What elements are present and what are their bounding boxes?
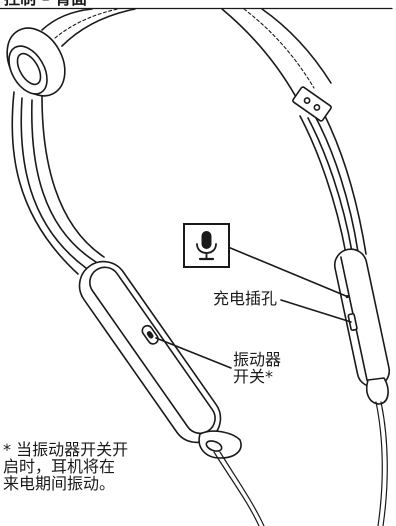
collar-stitching-left	[54, 8, 119, 39]
collar-slider	[292, 86, 332, 122]
right-earbud-end	[365, 377, 389, 526]
charging-port-label: 充电插孔	[213, 289, 278, 308]
footnote: * 当振动器开关开 启时，耳机将在 来电期间振动。	[3, 441, 128, 492]
collar-far-edge-right	[261, 8, 332, 84]
section-title: 控制 – 背面	[4, 0, 87, 8]
vibration-switch[interactable]	[140, 324, 160, 346]
collar-far-edge-left	[41, 8, 93, 31]
vibration-switch-label-line2: 开关*	[233, 367, 274, 386]
left-earbud-cable	[213, 451, 260, 526]
charging-port[interactable]	[347, 313, 358, 332]
footnote-line1: * 当振动器开关开	[3, 440, 129, 459]
collar-stitching-right	[243, 8, 315, 89]
right-earbud-cable	[375, 401, 383, 526]
leader-line-vibration-switch	[155, 337, 232, 369]
vibration-switch-label-line1: 振动器	[233, 350, 282, 369]
leader-line-microphone	[227, 246, 347, 297]
right-cable-bundle	[299, 113, 367, 255]
collar-near-edge-right	[221, 8, 297, 98]
left-earbud-end	[198, 430, 265, 526]
vibration-switch-label: 振动器 开关*	[233, 351, 281, 385]
footnote-line2: 启时，耳机将在	[3, 457, 116, 476]
collar-near-edge-left	[61, 8, 136, 47]
footnote-line3: 来电期间振动。	[3, 474, 116, 493]
left-collar-end	[6, 27, 66, 97]
microphone-icon	[196, 231, 217, 261]
microphone-callout-box	[183, 223, 230, 268]
section-header: 控制 – 背面	[4, 0, 304, 8]
left-control-module	[78, 260, 222, 444]
neckband-collar	[41, 8, 332, 98]
leader-line-charging-port	[280, 299, 352, 323]
left-cable-bundle	[11, 91, 105, 275]
